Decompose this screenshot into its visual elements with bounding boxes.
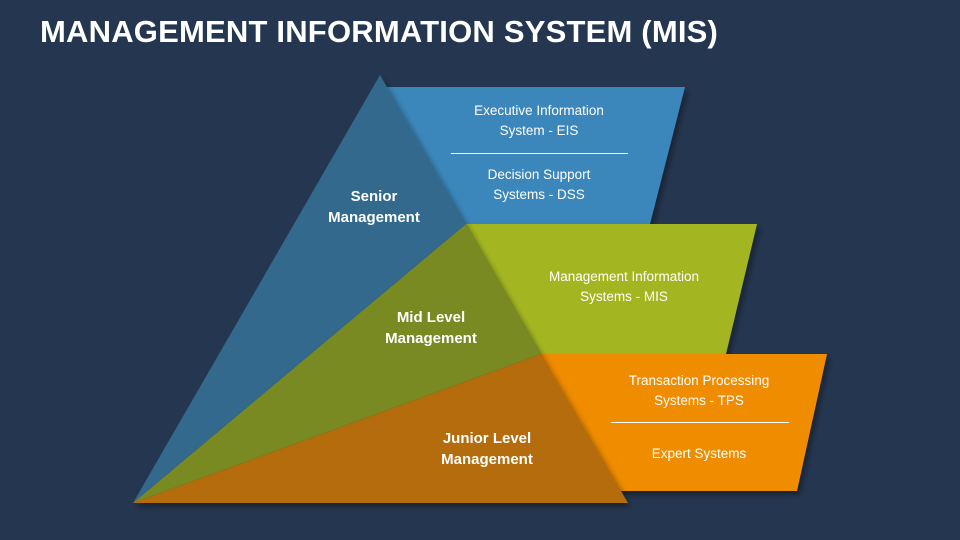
mid-level-management-label: Mid Level Management — [385, 309, 477, 347]
dss-label: Decision Support Systems - DSS — [487, 167, 591, 202]
eis-label: Executive Information System - EIS — [474, 103, 604, 138]
expert-systems-label: Expert Systems — [651, 446, 747, 461]
mis-label: Management Information Systems - MIS — [548, 269, 700, 304]
senior-panel-divider — [451, 153, 628, 154]
senior-management-tier — [133, 75, 466, 503]
junior-level-management-label: Junior Level Management — [441, 430, 533, 468]
mid-systems-panel — [466, 224, 757, 354]
junior-level-management-tier — [133, 354, 628, 503]
page-title: MANAGEMENT INFORMATION SYSTEM (MIS) — [40, 14, 719, 49]
junior-panel-divider — [611, 422, 789, 423]
senior-management-label: Senior Management — [328, 188, 420, 226]
senior-systems-panel — [385, 87, 685, 224]
tps-label: Transaction Processing Systems - TPS — [628, 373, 770, 408]
mid-level-management-tier — [133, 224, 541, 503]
